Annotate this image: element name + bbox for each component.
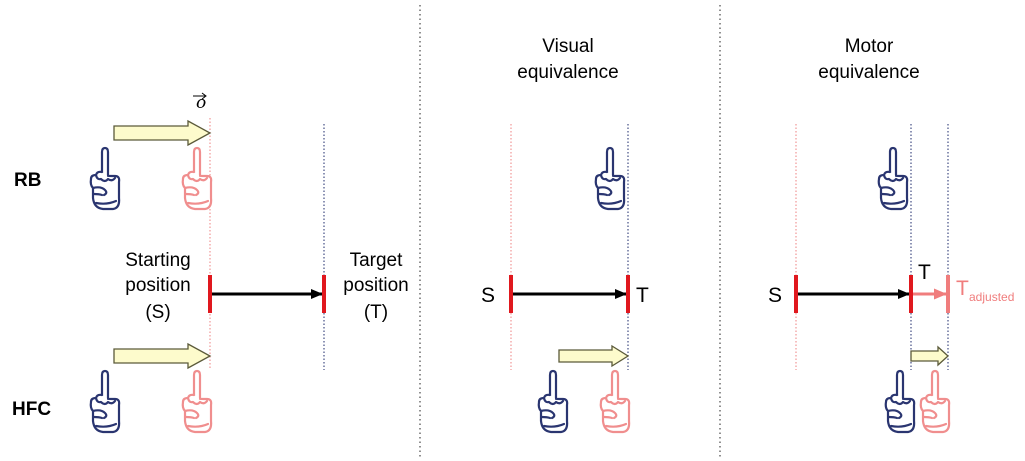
pointing-hand-icon bbox=[537, 369, 569, 434]
adjusted-target-label: T bbox=[956, 277, 969, 300]
starting-position-label: (S) bbox=[145, 302, 170, 323]
offset-arrow-icon bbox=[113, 342, 212, 370]
pointing-hand-icon bbox=[181, 146, 213, 211]
starting-position-label: position bbox=[125, 275, 191, 296]
row-label-hfc: HFC bbox=[12, 399, 51, 420]
start-label: S bbox=[481, 284, 495, 307]
target-position-label: Target bbox=[350, 250, 404, 271]
target-position-label: (T) bbox=[364, 302, 388, 323]
pointing-hand-icon bbox=[599, 369, 631, 434]
adjusted-target-subscript: adjusted bbox=[969, 290, 1014, 304]
panel-left: RB HFC o Starting position (S) Target po… bbox=[12, 92, 409, 434]
pointing-hand-icon bbox=[89, 146, 121, 211]
start-label: S bbox=[768, 284, 782, 307]
panel-title: Motor bbox=[845, 36, 894, 57]
starting-position-label: Starting bbox=[125, 250, 190, 271]
panel-motor-equivalence: Motor equivalence S T T adjusted bbox=[768, 36, 1014, 434]
pointing-hand-icon bbox=[181, 369, 213, 434]
pointing-hand-icon bbox=[884, 369, 916, 434]
target-position-label: position bbox=[343, 275, 409, 296]
target-label: T bbox=[918, 261, 931, 284]
offset-vector-label: o bbox=[196, 93, 206, 113]
pointing-hand-icon bbox=[89, 369, 121, 434]
offset-arrow-icon bbox=[910, 345, 949, 367]
panel-title: equivalence bbox=[517, 62, 618, 83]
pointing-hand-icon bbox=[594, 146, 626, 211]
pointing-hand-icon bbox=[877, 146, 909, 211]
panel-title: Visual bbox=[542, 36, 593, 57]
offset-vector-arrow-mark bbox=[193, 92, 207, 100]
offset-arrow-icon bbox=[113, 119, 212, 147]
panel-visual-equivalence: Visual equivalence S T bbox=[481, 36, 649, 434]
panel-title: equivalence bbox=[818, 62, 919, 83]
pointing-hand-icon bbox=[919, 369, 951, 434]
row-label-rb: RB bbox=[14, 170, 41, 191]
offset-arrow-icon bbox=[558, 344, 630, 368]
target-label: T bbox=[636, 284, 649, 307]
